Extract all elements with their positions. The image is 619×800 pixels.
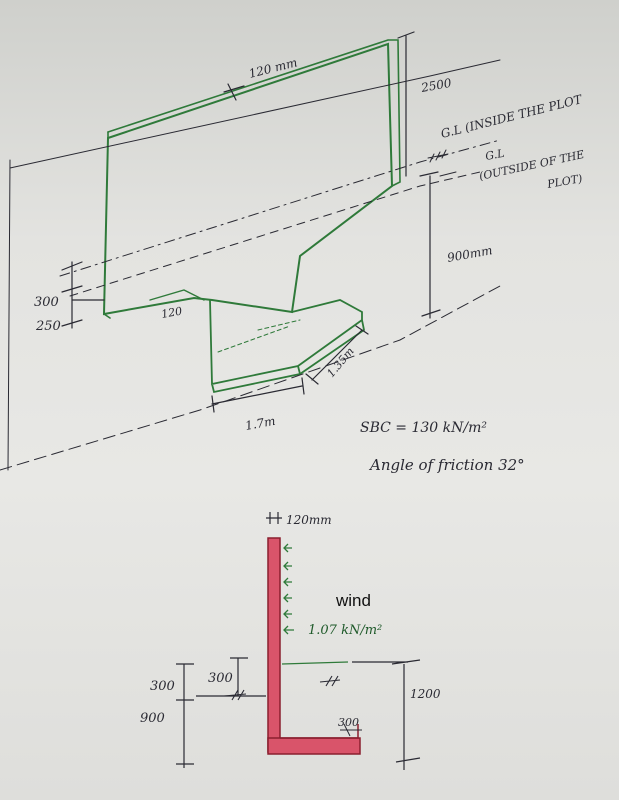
- dim-1200-label: 1200: [410, 687, 441, 701]
- base-length-dim: [305, 325, 369, 385]
- wall-stem: [267, 537, 281, 753]
- isometric-sketch: [0, 31, 501, 471]
- gl-marker: [427, 149, 457, 177]
- dim-300-a-label: 300: [150, 679, 175, 694]
- left-dim-lines: [176, 657, 266, 768]
- dim-300-label: 300: [34, 295, 59, 310]
- stem-height-label: 2500: [419, 76, 453, 95]
- depth-label: 900mm: [446, 243, 493, 265]
- gl-inside-label: G.L (INSIDE THE PLOT: [439, 92, 584, 141]
- right-dim-lines: [352, 659, 421, 770]
- wind-title: wind: [335, 591, 371, 610]
- left-dims: [61, 261, 105, 329]
- footing-outline: [209, 299, 365, 394]
- gl-outside-label-1: G.L: [484, 147, 505, 163]
- base-width-label: 1.7m: [244, 414, 276, 433]
- notch: [149, 289, 205, 301]
- ground-hatch: [223, 675, 341, 701]
- dim-120-label: 120: [160, 305, 183, 321]
- height-dim-line: [397, 31, 441, 319]
- ground-line-top: [9, 59, 501, 169]
- dim-300-b-label: 300: [208, 671, 233, 686]
- sbc-label: SBC = 130 kN/m²: [360, 420, 487, 436]
- dim-900-label: 900: [140, 711, 165, 726]
- ground-line-bottom: [0, 285, 501, 471]
- base-inner-edge: [280, 724, 359, 739]
- wind-load-label: 1.07 kN/m²: [308, 623, 382, 638]
- left-edge-line: [7, 159, 11, 471]
- dim-250-label: 250: [35, 319, 61, 334]
- gl-outside-label-3: PLOT): [545, 172, 583, 191]
- top-thickness-marks: [266, 512, 282, 524]
- dim-300-base-label: 300: [338, 716, 359, 729]
- wall-section: [176, 512, 421, 770]
- base-width-dim: [211, 377, 305, 413]
- base-dim-lines: [340, 723, 362, 737]
- top-thickness-dim: [223, 83, 245, 101]
- top-thickness-label: 120mm: [286, 513, 332, 527]
- wind-arrows: [281, 543, 349, 665]
- wall-base: [267, 737, 361, 755]
- wall-top-edge: [107, 39, 401, 187]
- ground-line-gl2: [69, 171, 481, 297]
- wall-outline: [102, 42, 394, 316]
- ground-line-gl: [59, 139, 501, 277]
- friction-label: Angle of friction 32°: [368, 456, 525, 474]
- footing-dashed: [217, 319, 301, 353]
- wall-thickness-left: [103, 131, 111, 319]
